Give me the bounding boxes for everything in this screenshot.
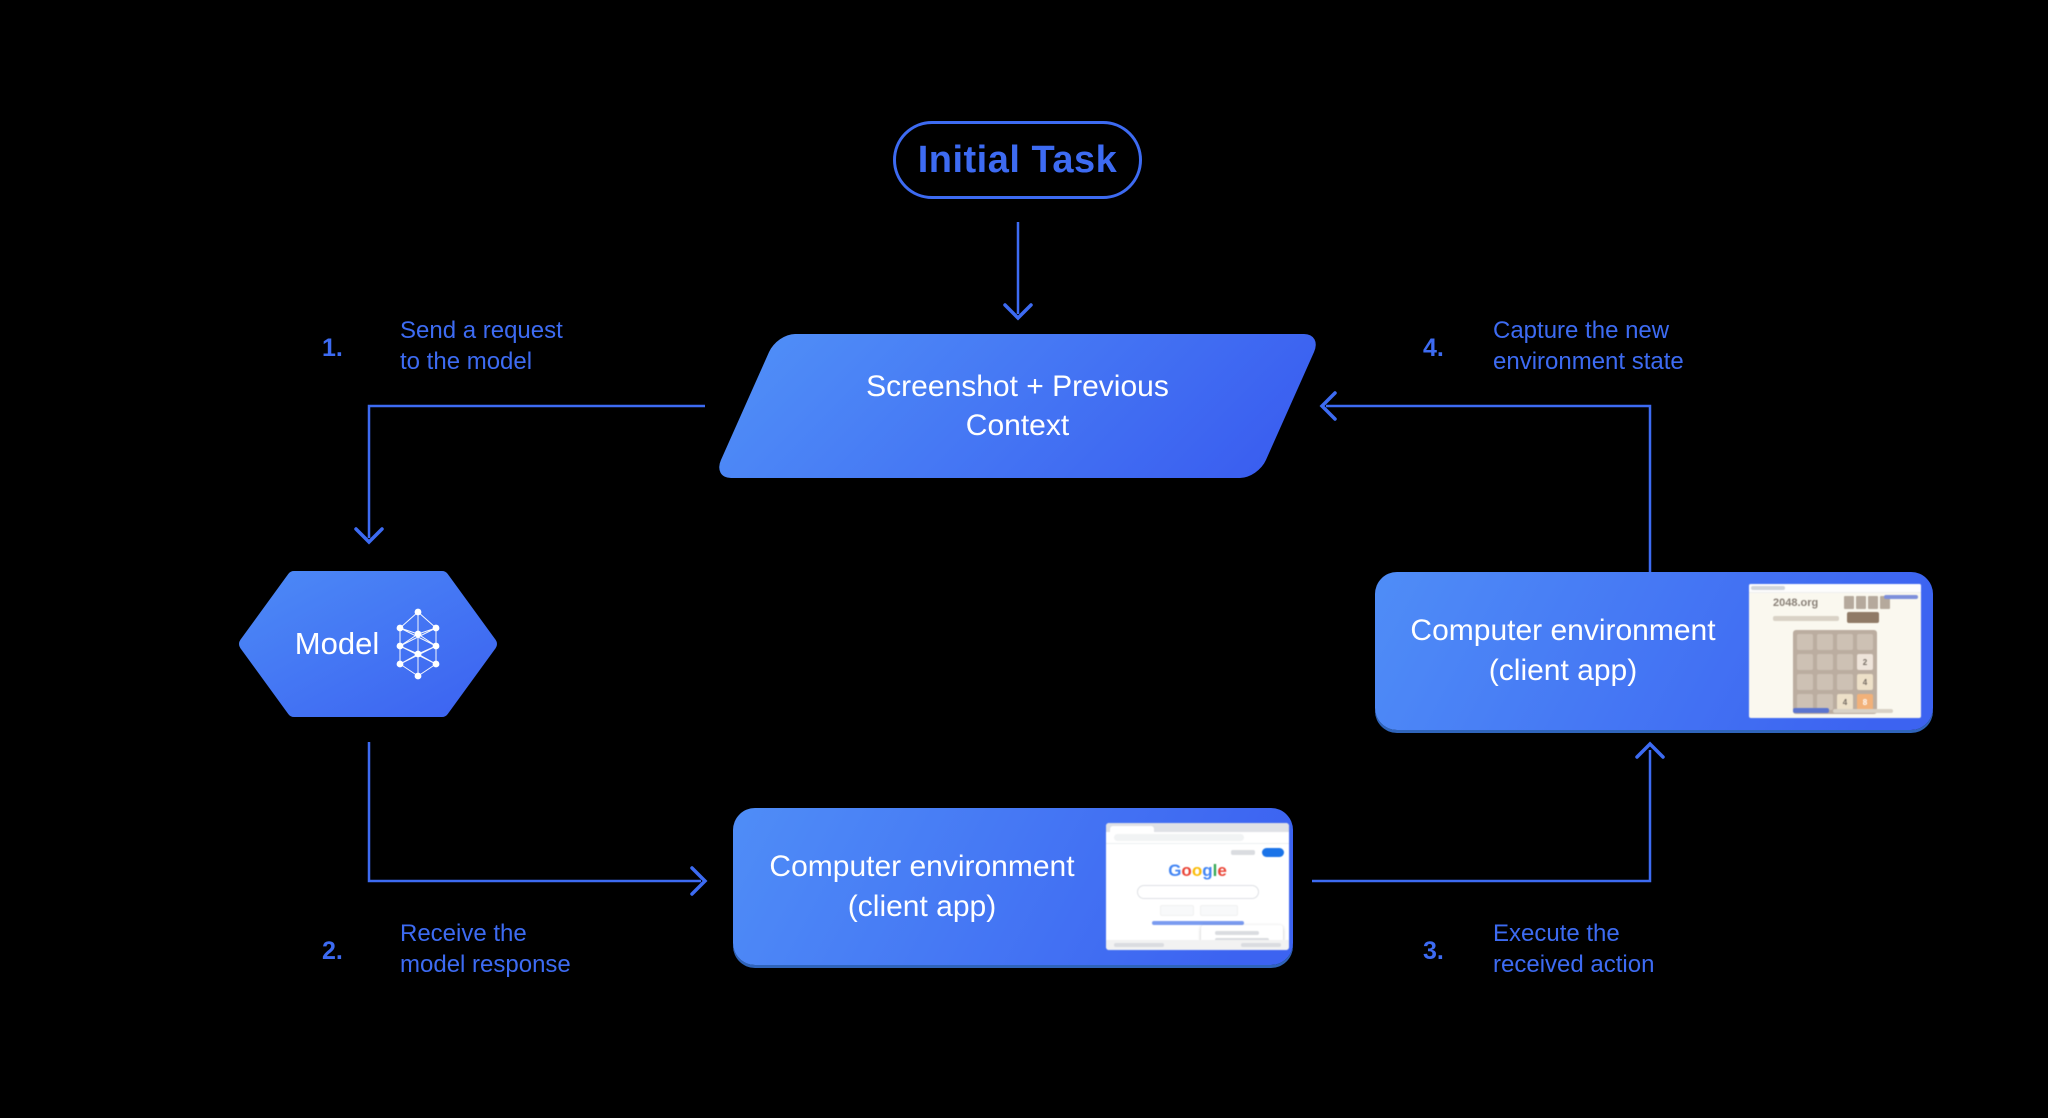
grid-cell	[1837, 634, 1853, 650]
grid-cell	[1797, 634, 1813, 650]
environment-title: Computer environment	[769, 849, 1075, 883]
arrow-context-to-model	[354, 404, 705, 545]
score-box	[1868, 596, 1878, 609]
url-field	[1114, 834, 1244, 841]
hexagon-shape	[239, 571, 497, 717]
search-button	[1160, 905, 1194, 916]
grid-cell	[1817, 634, 1833, 650]
sign-in-button	[1262, 848, 1284, 857]
blurred-text-bar	[1231, 850, 1255, 855]
grid-cell	[1797, 674, 1813, 690]
tile-4: 4	[1837, 694, 1853, 710]
arrow-environment-to-environment	[1312, 741, 1665, 883]
nav-links	[1884, 595, 1918, 599]
grid-cell	[1837, 674, 1853, 690]
game-grid: 2 4 4 8	[1793, 630, 1877, 714]
blurred-text-bar	[1215, 931, 1259, 935]
initial-task-label: Initial Task	[917, 138, 1118, 181]
environment-subtitle: (client app)	[847, 889, 997, 923]
model-node: Model	[238, 570, 498, 718]
score-boxes	[1844, 596, 1890, 609]
google-logo: Google	[1168, 861, 1227, 880]
step-1-label: Send a request to the model	[400, 317, 563, 375]
step-4-number: 4.	[1423, 334, 1444, 362]
step-1-number: 1.	[322, 334, 343, 362]
step-4-label: Capture the new environment state	[1493, 317, 1684, 375]
blurred-text-bar	[1773, 616, 1839, 621]
screenshot-context-node: Screenshot + Previous Context	[712, 334, 1323, 478]
step-3-number: 3.	[1423, 937, 1444, 965]
tile-8: 8	[1857, 694, 1873, 710]
step-2-label: Receive the model response	[400, 920, 571, 978]
model-label: Model	[294, 626, 380, 661]
lucky-button	[1200, 905, 1238, 916]
blurred-text-bar	[1833, 709, 1893, 713]
step-3-label: Execute the received action	[1493, 920, 1655, 978]
arrow-environment-to-context	[1319, 391, 1652, 572]
neural-network-icon	[396, 608, 440, 680]
screenshot-context-line2: Context	[965, 409, 1070, 442]
blurred-text-bar	[1241, 943, 1281, 947]
grid-cell	[1797, 694, 1813, 710]
environment-node-2048: Computer environment (client app) 2048.o…	[1375, 572, 1933, 730]
search-input	[1137, 885, 1259, 899]
browser-strip	[1749, 584, 1921, 593]
page-footer	[1106, 940, 1289, 950]
blurred-text-bar	[1114, 943, 1164, 947]
score-box	[1856, 596, 1866, 609]
grid-cell	[1837, 654, 1853, 670]
step-2-number: 2.	[322, 937, 343, 965]
browser-tab	[1110, 826, 1154, 832]
blurred-text-bar	[1751, 586, 1785, 590]
initial-task-node: Initial Task	[893, 121, 1142, 199]
grid-cell	[1817, 674, 1833, 690]
tile-2: 2	[1857, 654, 1873, 670]
grid-cell	[1797, 654, 1813, 670]
google-search-thumbnail: Google	[1106, 823, 1289, 950]
screenshot-context-line1: Screenshot + Previous	[866, 370, 1169, 403]
score-box	[1880, 596, 1890, 609]
environment-node-google: Computer environment (client app) Google	[733, 808, 1293, 965]
score-box	[1844, 596, 1854, 609]
new-game-button	[1847, 612, 1879, 623]
game-2048-thumbnail: 2048.org 2 4	[1749, 584, 1921, 718]
footer-link	[1793, 708, 1829, 713]
screenshot-context-label: Screenshot + Previous Context	[745, 334, 1290, 478]
tile-4: 4	[1857, 674, 1873, 690]
grid-cell	[1817, 654, 1833, 670]
grid-cell	[1857, 634, 1873, 650]
grid-cell	[1817, 694, 1833, 710]
language-link	[1152, 921, 1244, 925]
arrow-model-to-environment	[367, 742, 708, 896]
site-title: 2048.org	[1773, 597, 1819, 609]
arrow-task-to-context	[1003, 222, 1033, 321]
browser-tab-strip	[1106, 823, 1289, 832]
environment-subtitle: (client app)	[1488, 654, 1638, 687]
environment-title: Computer environment	[1410, 614, 1716, 647]
